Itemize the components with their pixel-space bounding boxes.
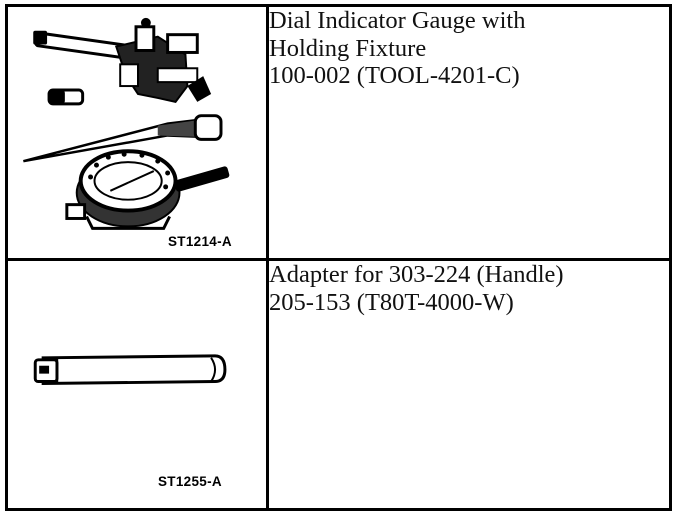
tool-row-adapter: ST1255-A Adapter for 303-224 (Handle) 20… <box>5 258 672 511</box>
tool-illustration-cell: ST1255-A <box>5 258 269 511</box>
tool-part-number: 100-002 (TOOL-4201-C) <box>269 62 520 90</box>
special-tools-table: ST1214-A Dial Indicator Gauge with Holdi… <box>5 4 672 511</box>
tool-description-cell: Dial Indicator Gauge with Holding Fixtur… <box>266 4 672 261</box>
handle-adapter-icon <box>33 354 227 386</box>
tool-illustration-cell: ST1214-A <box>5 4 269 261</box>
illustration-code: ST1214-A <box>168 234 232 249</box>
tool-description-cell: Adapter for 303-224 (Handle) 205-153 (T8… <box>266 258 672 511</box>
tool-part-number: 205-153 (T80T-4000-W) <box>269 288 514 316</box>
tool-name-line: Dial Indicator Gauge with <box>269 7 526 34</box>
tool-name-line: Adapter for 303-224 (Handle) <box>269 261 564 288</box>
dial-indicator-with-holding-fixture-icon <box>23 17 230 230</box>
illustration-code: ST1255-A <box>158 474 222 489</box>
tool-name-line: Holding Fixture <box>269 34 427 62</box>
tool-row-dial-indicator: ST1214-A Dial Indicator Gauge with Holdi… <box>5 4 672 261</box>
